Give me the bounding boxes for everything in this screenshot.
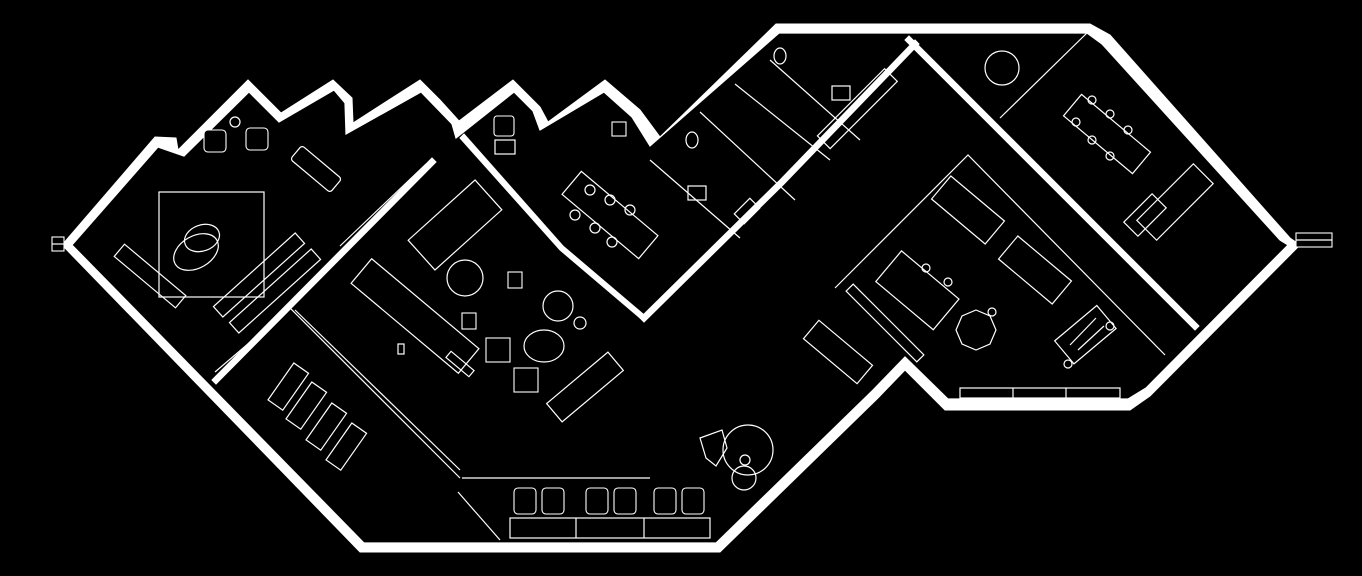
armchair-icon <box>203 116 269 153</box>
chair-icon <box>1071 95 1133 161</box>
toilet-icon <box>685 131 699 149</box>
window-stub-east <box>1295 232 1333 248</box>
window-stub-west <box>51 236 65 252</box>
building-shell <box>61 23 1301 553</box>
boardroom <box>984 50 1215 242</box>
open-office <box>802 175 1121 399</box>
toilet-icon <box>773 47 787 65</box>
partitions <box>211 29 1200 541</box>
round-table-icon <box>984 50 1020 86</box>
waiting-corridor <box>509 424 774 539</box>
restrooms <box>685 47 899 225</box>
chair-icon <box>569 184 636 248</box>
meeting-room <box>493 115 659 260</box>
rug-icon <box>173 223 221 271</box>
bench-wing <box>267 362 368 472</box>
waiting-seat-icon <box>513 487 705 515</box>
chair-icon <box>921 263 1115 369</box>
lounge-west <box>113 116 342 334</box>
open-living <box>350 179 625 423</box>
